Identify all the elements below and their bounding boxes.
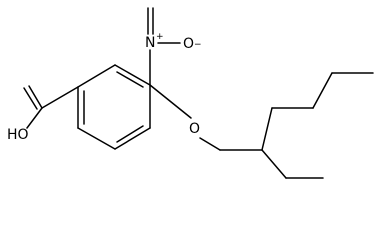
chain-bond-butyl-2-3 bbox=[312, 72, 333, 109]
ring-bond-c4-c5 bbox=[77, 127, 116, 150]
hydroxyl-label: HO bbox=[7, 127, 29, 143]
benzene-ring bbox=[77, 64, 151, 150]
chain-bond-ch-to-ethyl-1 bbox=[261, 149, 287, 179]
ether-linkage: O bbox=[149, 84, 221, 151]
ring-double-bond-inner-3 bbox=[116, 125, 144, 143]
nitro-nitrogen-label: N bbox=[145, 35, 155, 51]
bond-carbonyl-double-1 bbox=[28, 85, 43, 109]
carboxylic-acid-group: HO bbox=[7, 85, 79, 143]
nitro-o-minus-charge: − bbox=[194, 40, 202, 50]
chain-bond-ch-to-butyl-1 bbox=[261, 107, 273, 151]
ring-bond-c2-c3 bbox=[77, 64, 116, 88]
chemical-structure-diagram: HO N + O − O bbox=[7, 7, 374, 179]
bond-ring-to-carboxyl-carbon bbox=[41, 86, 79, 109]
nitro-group: N + O − bbox=[145, 7, 202, 86]
nitro-n-plus-charge: + bbox=[156, 32, 164, 42]
ring-bond-c5-c6 bbox=[114, 127, 151, 150]
bond-carboxyl-c-to-oh bbox=[26, 107, 43, 129]
ring-double-bond-inner-2 bbox=[116, 71, 144, 88]
bond-ether-o-to-ch2 bbox=[199, 137, 221, 151]
ether-oxygen-label: O bbox=[189, 121, 200, 137]
ethylhexyl-chain bbox=[219, 72, 374, 179]
bond-ring-to-ether-o bbox=[149, 84, 192, 119]
bond-carbonyl-double-2 bbox=[23, 87, 38, 110]
nitro-oxygen-label: O bbox=[183, 36, 194, 52]
ring-bond-c1-c2 bbox=[114, 64, 151, 86]
